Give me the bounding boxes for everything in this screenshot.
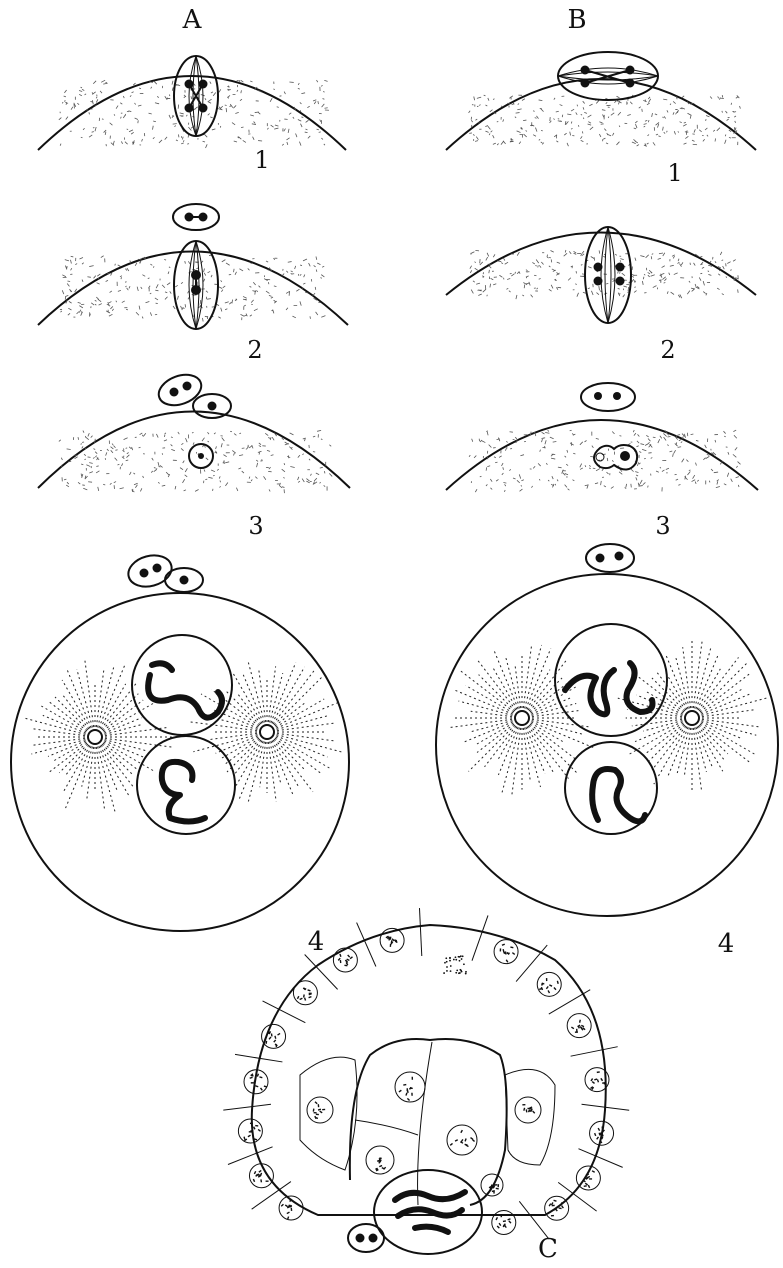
polar-body-chromosome <box>208 402 217 411</box>
egg-surface-arc <box>446 79 756 150</box>
cell-ring-cells <box>223 908 629 1239</box>
panel-a4: 4 <box>11 551 349 957</box>
egg-surface-arc <box>38 412 350 489</box>
aster-left <box>26 660 175 812</box>
column-label-a: A <box>182 5 203 35</box>
stage-label-a3: 3 <box>248 512 263 540</box>
inner-cell-boundary <box>505 1069 555 1165</box>
inner-cell-boundary <box>355 1120 418 1135</box>
stage-label-a4: 4 <box>308 927 325 957</box>
inner-cell-boundary <box>300 1057 357 1170</box>
polar-body-chromosome <box>594 392 602 400</box>
polar-body-chromosome <box>615 552 624 561</box>
chromatin-thread <box>162 762 205 822</box>
pronucleus <box>596 453 604 461</box>
stage-label-a2: 2 <box>247 336 262 364</box>
chromatin-thread <box>178 762 192 780</box>
chromatin-thread <box>592 769 615 820</box>
panel-a3: 3 <box>38 369 350 540</box>
chromatin-thread <box>395 1192 465 1200</box>
chromatin-thread <box>148 675 222 718</box>
polar-body-chromosome <box>613 392 621 400</box>
polar-body-chromosome <box>170 388 179 397</box>
panel-b1: 1 <box>446 52 756 187</box>
aster-right <box>618 639 769 792</box>
centrosome <box>88 730 102 744</box>
polar-body-chromosome <box>140 569 149 578</box>
polar-body <box>586 544 634 572</box>
chromosomes <box>594 263 625 286</box>
chromatin-thread <box>152 663 172 670</box>
column-label-c: C <box>538 1234 558 1264</box>
chromatin-thread <box>415 1227 448 1232</box>
polar-body-chromosome <box>180 576 189 585</box>
stage-label-b1: 1 <box>667 159 682 187</box>
panel-a2: 2 <box>38 204 348 364</box>
panel-a1: 1 <box>38 56 346 174</box>
polar-body-chromosome <box>356 1234 365 1243</box>
polar-body-chromosome <box>369 1234 378 1243</box>
panel-b4: 4 <box>436 544 778 959</box>
centrosome <box>260 725 274 739</box>
pronucleus-chromatin <box>198 453 204 459</box>
aster-right <box>188 662 341 802</box>
chromatin-thread <box>615 770 645 821</box>
spindle-fibers <box>601 227 615 323</box>
stage-label-b2: 2 <box>660 336 675 364</box>
panel-b3: 3 <box>446 383 758 540</box>
fertilized-egg <box>436 574 778 916</box>
polar-body <box>155 369 206 410</box>
stage-label-b4: 4 <box>718 929 735 959</box>
pronuclei-pair <box>594 445 637 470</box>
panel-c: C <box>223 908 629 1264</box>
column-label-b: B <box>567 5 586 35</box>
chromatin-thread <box>565 670 614 714</box>
chromosomes <box>191 270 201 295</box>
inner-cell-boundary <box>418 1042 432 1205</box>
centrosome <box>515 711 529 725</box>
chromatin-thread <box>627 663 653 712</box>
stage-label-a1: 1 <box>254 146 269 174</box>
cytoplasm-stipple <box>469 430 740 492</box>
panel-b2: 2 <box>446 227 756 364</box>
polar-body <box>581 383 635 411</box>
polar-body-chromosome <box>183 382 192 391</box>
outer-cell-ring <box>252 925 606 1215</box>
polar-body-chromosome <box>153 564 162 573</box>
stage-label-b3: 3 <box>655 512 670 540</box>
centrosome <box>685 711 699 725</box>
polar-body-chromosome <box>596 554 605 563</box>
polar-body <box>348 1224 384 1252</box>
pronucleus-chromatin <box>620 451 630 461</box>
